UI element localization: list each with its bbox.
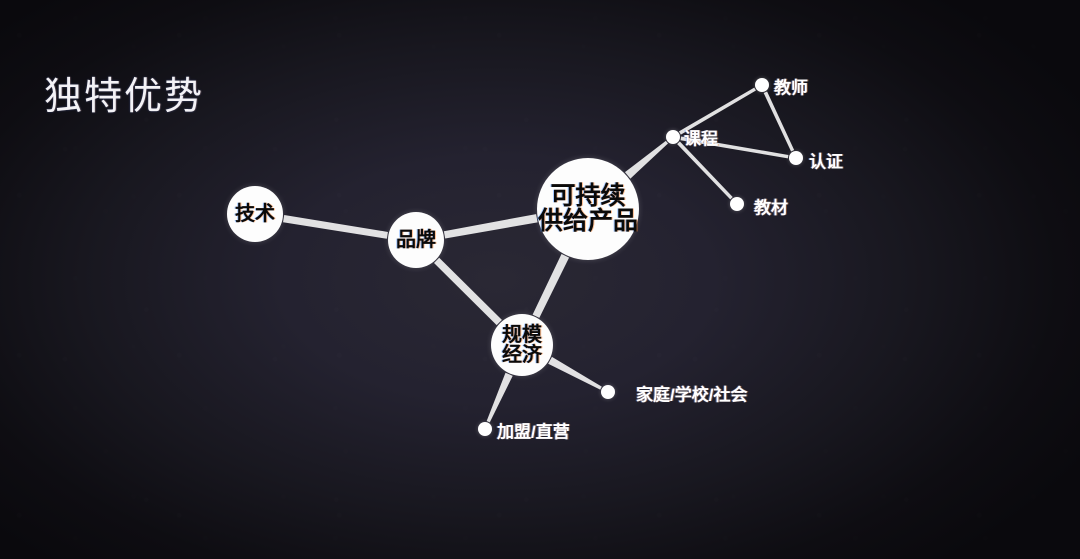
scale-label-line2: 经济 [502,344,542,366]
node-brand[interactable]: 品牌 [388,212,444,268]
edge-scale-to-society [548,356,602,390]
edge-scale-to-franchise [486,372,513,423]
node-textbook-label: 教材 [754,198,788,218]
scale-label-line1: 规模 [502,323,542,346]
node-teacher-label: 教师 [774,78,808,98]
edge-hub-to-scale [532,253,570,318]
node-economies-of-scale[interactable]: 规模 经济 [491,314,553,376]
edge-course-to-cert [680,136,789,159]
node-teacher-dot[interactable] [755,78,769,92]
node-franchise-label: 加盟/直营 [497,422,570,442]
edge-course-to-material [677,141,733,200]
node-society-dot[interactable] [601,385,615,399]
edge-teacher-to-cert [763,91,795,152]
node-sustainable-supply-label: 可持续 供给产品 [537,181,638,235]
node-certification-label: 认证 [809,152,843,172]
node-course-dot[interactable] [666,130,680,144]
edge-hub-to-course [624,140,668,179]
node-certification-dot[interactable] [789,151,803,165]
node-franchise-dot[interactable] [478,422,492,436]
edge-course-to-teacher [678,87,756,135]
edge-brand-to-scale [434,257,502,326]
node-sustainable-supply[interactable]: 可持续 供给产品 [537,158,639,260]
hub-label-line2: 供给产品 [537,207,638,235]
node-textbook-dot[interactable] [730,197,744,211]
node-technology[interactable]: 技术 [227,186,283,242]
hub-label-line1: 可持续 [550,181,626,210]
edge-brand-to-hub [443,214,538,239]
page-title: 独特优势 [44,76,205,118]
node-technology-label: 技术 [235,202,275,225]
node-brand-label: 品牌 [396,228,436,251]
node-economies-of-scale-label: 规模 经济 [502,323,542,366]
node-society-label: 家庭/学校/社会 [636,385,748,405]
edge-tech-to-brand [283,214,388,239]
node-course-label: 课程 [684,129,718,149]
